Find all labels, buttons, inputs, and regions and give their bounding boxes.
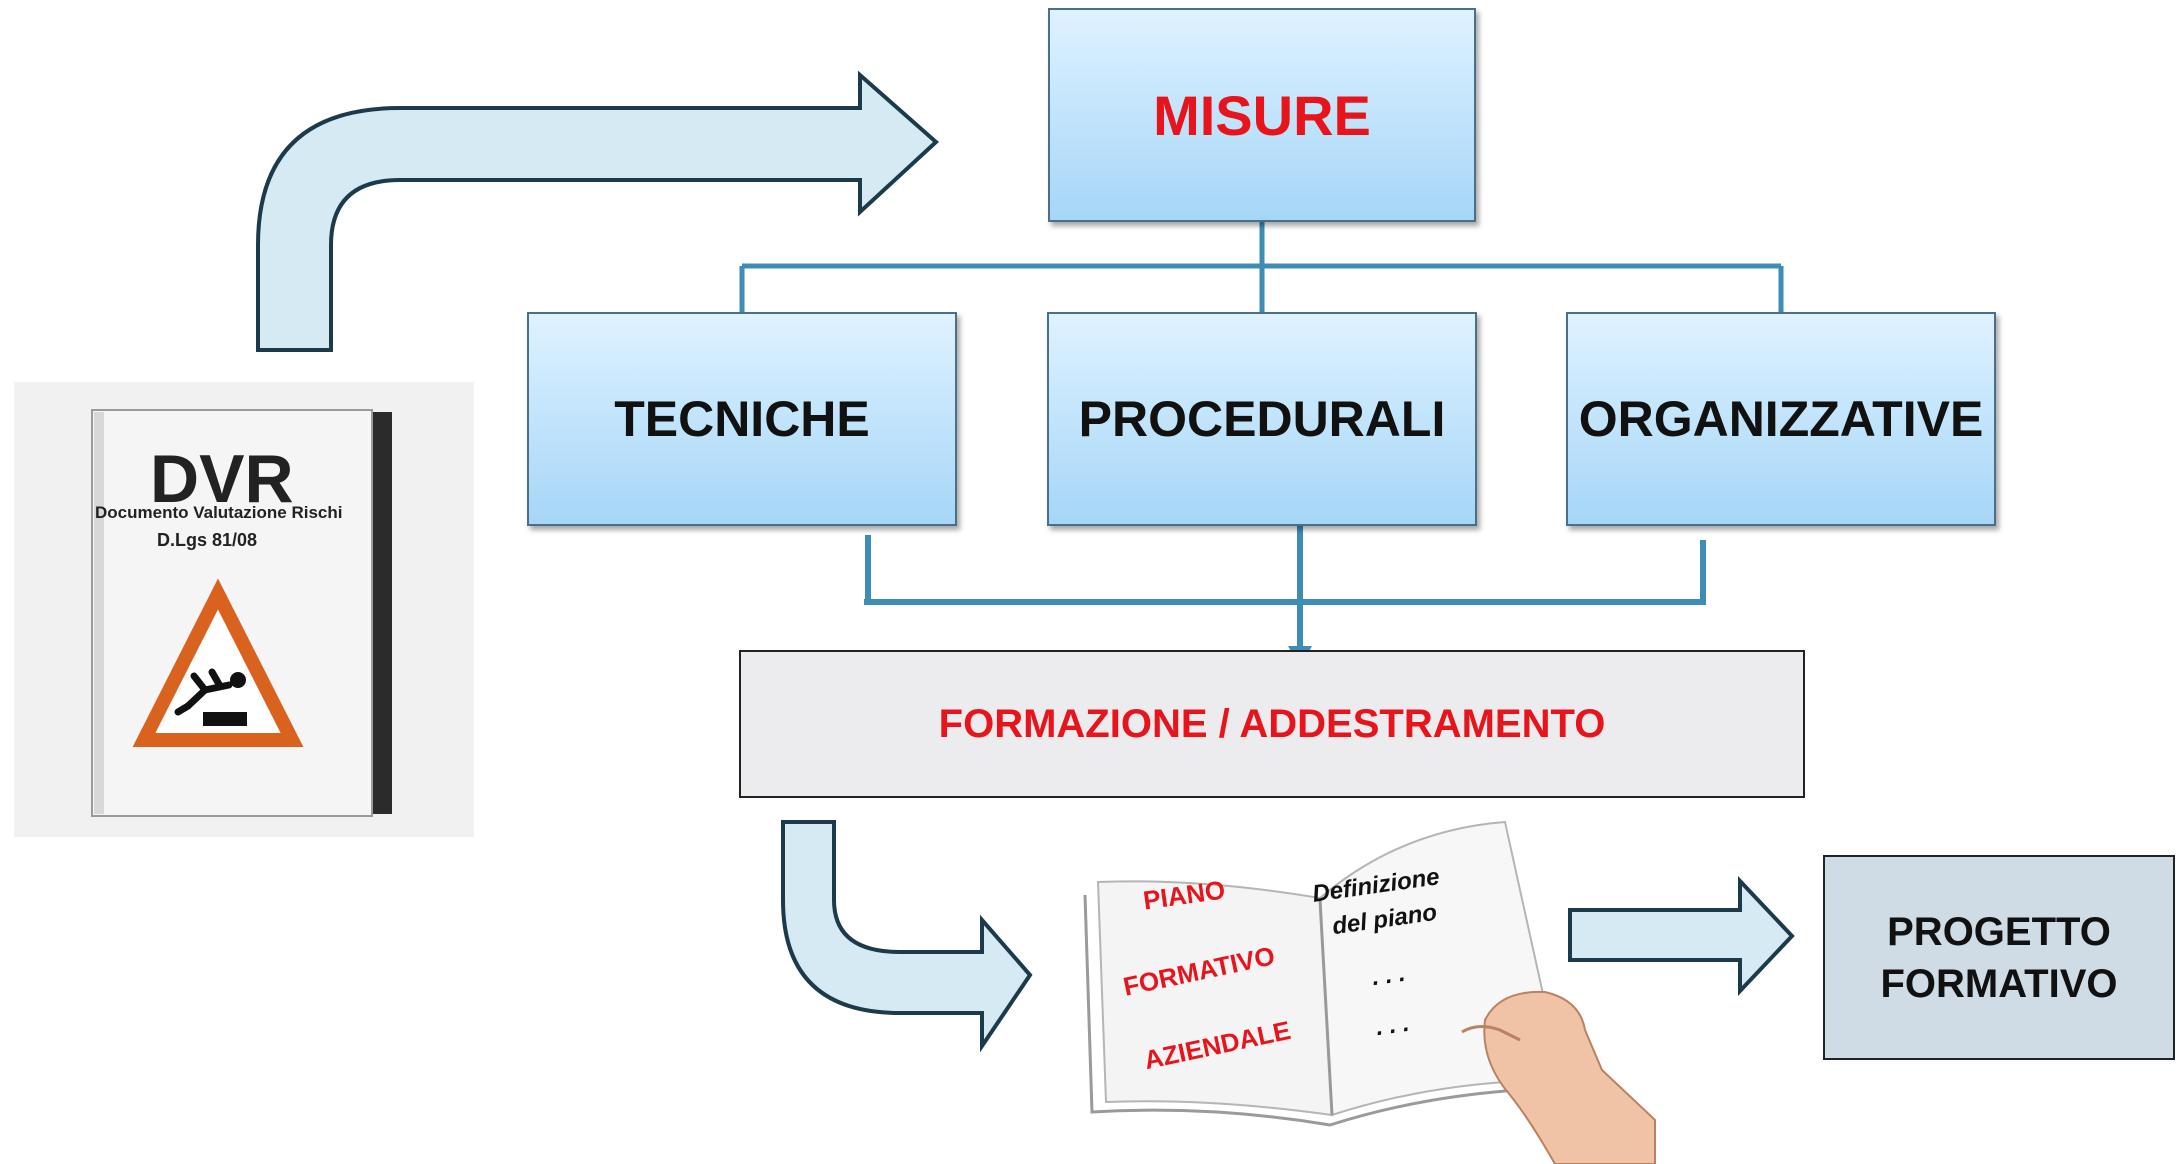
curved-arrow-formazione-to-book	[781, 820, 1033, 1053]
procedurali-label: PROCEDURALI	[1078, 391, 1446, 447]
open-book	[1083, 820, 1656, 1164]
progetto-label-line1: PROGETTO	[1887, 909, 2111, 954]
formazione-box: FORMAZIONE / ADDESTRAMENTO	[739, 650, 1805, 798]
falling-person-figure	[174, 668, 246, 716]
falling-person-warning-icon	[132, 578, 304, 747]
dvr-law: D.Lgs 81/08	[157, 530, 258, 550]
book-right-line-4: . . .	[1374, 1009, 1411, 1042]
top-connector	[739, 222, 1784, 312]
curved-arrow-dvr-to-misure	[256, 70, 939, 352]
formazione-label: FORMAZIONE / ADDESTRAMENTO	[938, 701, 1606, 746]
dvr-subtitle: Documento Valutazione Rischi	[95, 503, 343, 522]
misure-label: MISURE	[1153, 83, 1371, 147]
progetto-label-line2: FORMATIVO	[1880, 961, 2118, 1006]
tecniche-label: TECNICHE	[614, 391, 870, 447]
misure-box: MISURE	[1048, 8, 1476, 222]
progetto-box: PROGETTO FORMATIVO	[1823, 855, 2175, 1060]
dvr-binder	[14, 382, 474, 837]
hand-image	[1483, 990, 1656, 1164]
bottom-connector	[864, 526, 1706, 646]
arrow-book-to-progetto	[1568, 875, 1795, 997]
dvr-title: DVR	[150, 441, 294, 517]
tecniche-box: TECNICHE	[527, 312, 957, 526]
book-right-line-3: . . .	[1370, 959, 1407, 992]
organizzative-label: ORGANIZZATIVE	[1578, 391, 1984, 447]
procedurali-box: PROCEDURALI	[1047, 312, 1477, 526]
organizzative-box: ORGANIZZATIVE	[1566, 312, 1996, 526]
